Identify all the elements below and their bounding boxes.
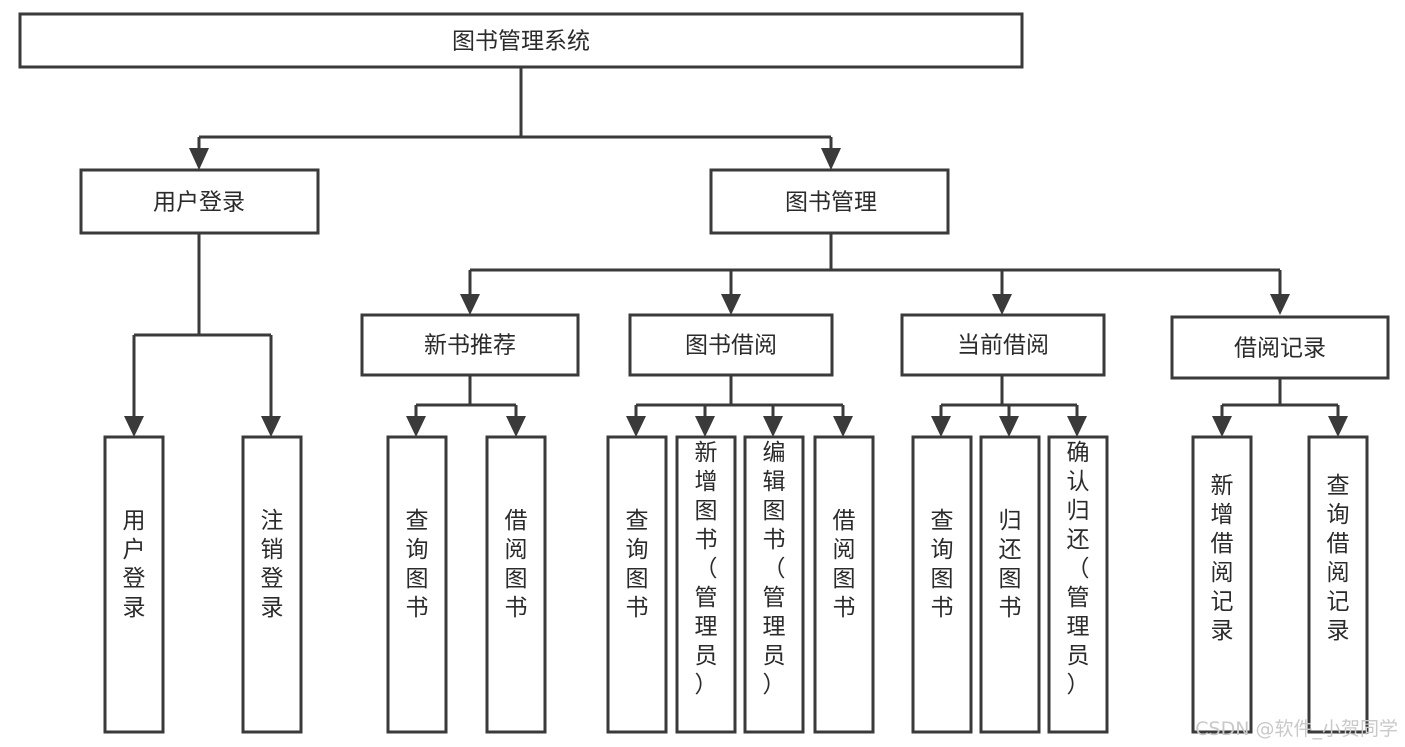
node-current-borrow[interactable]: 当前借阅	[900, 313, 1106, 377]
leaf-confirm-return-box[interactable]	[1047, 435, 1109, 734]
leaf-user-login-box[interactable]	[103, 435, 165, 734]
leaf-add-book[interactable]: 新增图书（管理员）	[675, 435, 737, 734]
leaf-query-book-3-box[interactable]	[911, 435, 973, 734]
borrow-record-label: 借阅记录	[1234, 336, 1326, 362]
leaf-return-book-box[interactable]	[979, 435, 1041, 734]
arrowhead-leaf-query-book-3	[931, 416, 951, 437]
leaf-query-book-2-box[interactable]	[606, 435, 668, 734]
leaf-return-book[interactable]: 归还图书	[979, 435, 1041, 734]
leaf-borrow-book-2[interactable]: 借阅图书	[813, 435, 875, 734]
arrowhead-leaf-add-book	[695, 416, 715, 437]
leaf-query-book-2[interactable]: 查询图书	[606, 435, 668, 734]
leaf-logout-box[interactable]	[241, 435, 303, 734]
leaf-confirm-return[interactable]: 确认归还（管理员）	[1047, 435, 1109, 734]
current-borrow-box[interactable]	[900, 313, 1106, 377]
leaf-user-login[interactable]: 用户登录	[103, 435, 165, 734]
leaf-query-book-1-label: 查询图书	[406, 508, 429, 621]
book-manage-box[interactable]	[709, 168, 950, 235]
arrowhead-leaf-add-record	[1212, 416, 1232, 437]
arrowhead-current-borrow	[992, 294, 1012, 315]
leaf-add-book-box[interactable]	[675, 435, 737, 734]
leaf-query-book-1[interactable]: 查询图书	[386, 435, 448, 734]
arrowhead-leaf-user-login	[124, 416, 144, 437]
leaf-logout[interactable]: 注销登录	[241, 435, 303, 734]
leaf-query-book-3[interactable]: 查询图书	[911, 435, 973, 734]
leaf-edit-book-box[interactable]	[743, 435, 805, 734]
arrowhead-borrow-record	[1270, 294, 1290, 315]
leaf-confirm-return-label: 确认归还（管理员）	[1067, 440, 1090, 698]
arrowhead-leaf-return-book	[999, 416, 1019, 437]
node-new-book-rec[interactable]: 新书推荐	[360, 313, 580, 377]
root-label: 图书管理系统	[452, 29, 590, 55]
node-user-login[interactable]: 用户登录	[79, 168, 320, 235]
arrowhead-leaf-edit-book	[763, 416, 783, 437]
arrowhead-book-manage	[821, 148, 841, 170]
node-borrow-record[interactable]: 借阅记录	[1170, 315, 1390, 380]
root-box[interactable]	[18, 12, 1024, 69]
user-login-box[interactable]	[79, 168, 320, 235]
watermark: CSDN @软件_小贺同学	[1195, 718, 1398, 740]
user-login-label: 用户登录	[153, 190, 245, 216]
leaf-borrow-book-2-label: 借阅图书	[833, 508, 856, 621]
leaf-edit-book-label: 编辑图书（管理员）	[763, 440, 786, 698]
leaf-add-record-label: 新增借阅记录	[1211, 473, 1234, 644]
node-root[interactable]: 图书管理系统	[18, 12, 1024, 69]
connector-group	[124, 67, 1348, 437]
arrowhead-leaf-borrow-book-2	[833, 416, 853, 437]
arrowhead-leaf-query-book-1	[406, 416, 426, 437]
leaf-edit-book[interactable]: 编辑图书（管理员）	[743, 435, 805, 734]
leaf-logout-label: 注销登录	[261, 508, 284, 621]
leaf-query-book-1-box[interactable]	[386, 435, 448, 734]
leaf-add-record[interactable]: 新增借阅记录	[1191, 435, 1253, 734]
leaf-borrow-book-1-label: 借阅图书	[505, 508, 528, 621]
book-borrow-label: 图书借阅	[685, 333, 777, 359]
leaf-query-record[interactable]: 查询借阅记录	[1307, 435, 1369, 734]
arrowhead-book-borrow	[721, 294, 741, 315]
leaf-borrow-book-2-box[interactable]	[813, 435, 875, 734]
borrow-record-box[interactable]	[1170, 315, 1390, 380]
arrowhead-leaf-borrow-book-1	[506, 416, 526, 437]
arrowhead-leaf-query-record	[1328, 416, 1348, 437]
leaf-user-login-label: 用户登录	[123, 508, 146, 621]
book-borrow-box[interactable]	[628, 313, 834, 377]
node-book-borrow[interactable]: 图书借阅	[628, 313, 834, 377]
arrowhead-leaf-confirm-return	[1067, 416, 1087, 437]
node-book-manage[interactable]: 图书管理	[709, 168, 950, 235]
new-book-rec-label: 新书推荐	[424, 333, 516, 359]
leaf-add-book-label: 新增图书（管理员）	[695, 440, 718, 698]
leaf-query-record-label: 查询借阅记录	[1327, 473, 1350, 644]
arrowhead-new-book-rec	[460, 294, 480, 315]
leaf-return-book-label: 归还图书	[999, 508, 1022, 621]
book-manage-label: 图书管理	[785, 190, 877, 216]
current-borrow-label: 当前借阅	[957, 333, 1049, 359]
leaf-add-record-box[interactable]	[1191, 435, 1253, 734]
leaf-query-book-2-label: 查询图书	[626, 508, 649, 621]
arrowhead-leaf-logout	[261, 416, 281, 437]
arrowhead-leaf-query-book-2	[626, 416, 646, 437]
leaf-borrow-book-1[interactable]: 借阅图书	[485, 435, 547, 734]
leaf-query-record-box[interactable]	[1307, 435, 1369, 734]
arrowhead-user-login	[189, 148, 209, 170]
leaf-query-book-3-label: 查询图书	[931, 508, 954, 621]
leaf-borrow-book-1-box[interactable]	[485, 435, 547, 734]
new-book-rec-box[interactable]	[360, 313, 580, 377]
